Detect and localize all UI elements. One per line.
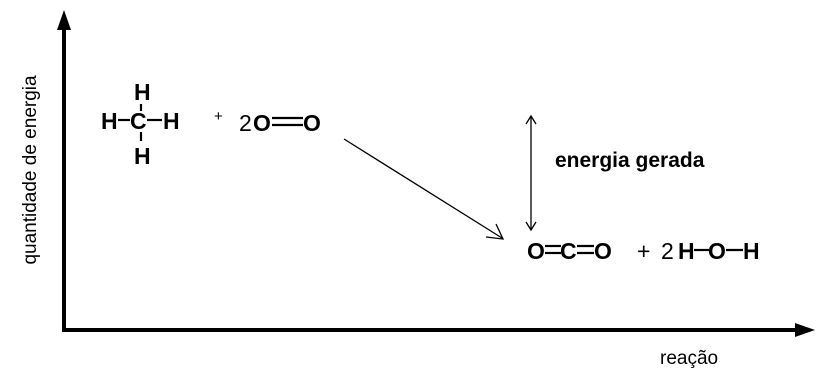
y-axis-label: quantidade de energia <box>20 75 41 265</box>
product-plus-sign: + <box>637 238 650 264</box>
oxygen-molecule: O O <box>253 110 321 136</box>
reaction-arrow <box>343 138 505 240</box>
methane-atom-h-left: H <box>101 108 118 134</box>
energy-double-arrow <box>525 114 537 232</box>
water-atom-o: O <box>708 238 726 264</box>
reactant-plus-sign: + <box>214 108 223 125</box>
methane-structure: H H C H H <box>101 79 180 169</box>
methane-atom-h-right: H <box>163 108 180 134</box>
x-axis-label: reação <box>660 348 718 369</box>
reaction-arrow-line <box>343 138 503 239</box>
methane-atom-c: C <box>130 108 147 134</box>
energy-arrow-head-bottom <box>525 221 537 232</box>
energy-generated-label: energia gerada <box>555 149 705 172</box>
water-atom-h-right: H <box>743 238 760 264</box>
co2-atom-c: C <box>560 238 577 264</box>
co2-atom-o-right: O <box>594 238 612 264</box>
methane-atom-h-bottom: H <box>134 143 151 169</box>
x-axis-arrowhead <box>795 323 815 337</box>
water-atom-h-left: H <box>678 238 695 264</box>
water-coefficient: 2 <box>661 238 674 264</box>
water-molecule: H O H <box>678 238 760 264</box>
energy-arrow-head-top <box>525 114 537 125</box>
oxygen-coefficient: 2 <box>239 110 252 136</box>
reaction-arrow-head <box>485 223 505 240</box>
co2-atom-o-left: O <box>527 238 545 264</box>
co2-molecule: O C O <box>527 238 612 264</box>
oxygen-atom-1: O <box>253 110 271 136</box>
y-axis-arrowhead <box>57 10 71 30</box>
oxygen-atom-2: O <box>303 110 321 136</box>
methane-atom-h-top: H <box>134 79 151 105</box>
axes <box>57 10 815 337</box>
